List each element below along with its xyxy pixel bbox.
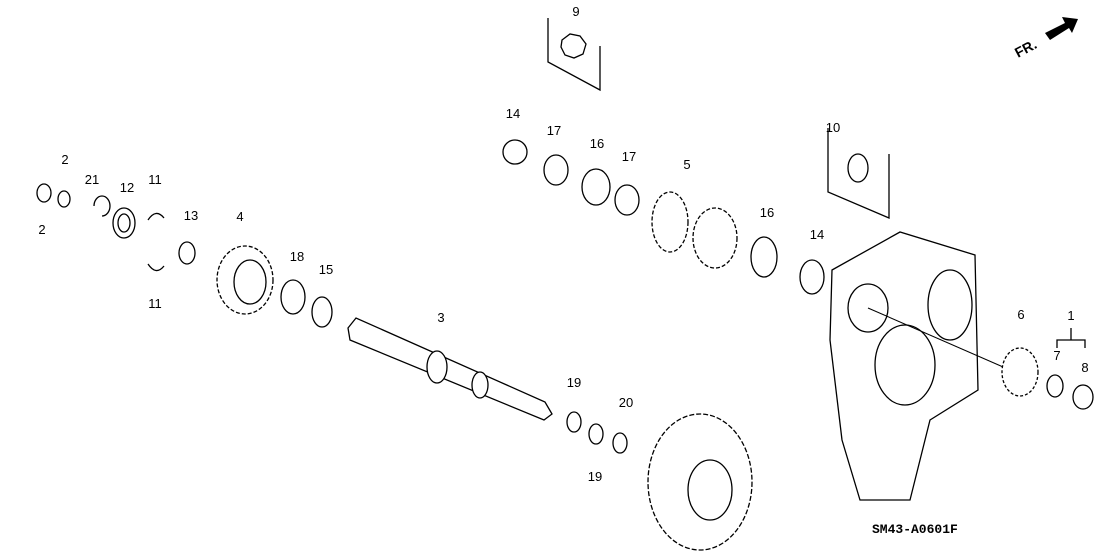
callout: 8 xyxy=(1081,360,1088,375)
part-10-lock-washer xyxy=(847,153,869,183)
part-11-cotter-a xyxy=(147,212,165,221)
callout: 3 xyxy=(437,310,444,325)
part-13-washer xyxy=(178,241,196,265)
front-direction-indicator: FR. xyxy=(1012,17,1078,61)
callout: 17 xyxy=(547,123,561,138)
part-7-washer xyxy=(1046,374,1064,398)
callout: 14 xyxy=(810,227,824,242)
part-14-collar-a xyxy=(502,139,528,165)
callout: 11 xyxy=(148,172,162,187)
part-4-gear-inner xyxy=(233,259,267,305)
callout: 12 xyxy=(120,180,134,195)
callout: 16 xyxy=(760,205,774,220)
callout: 11 xyxy=(148,296,162,311)
part-5-gear-b xyxy=(692,207,738,269)
callout: 20 xyxy=(619,395,633,410)
part-9-clip xyxy=(560,33,587,59)
callout: 6 xyxy=(1017,307,1024,322)
part-11-cotter-b xyxy=(147,263,165,272)
transmission-housing xyxy=(829,231,979,501)
fr-label: FR. xyxy=(1012,36,1039,61)
part-12-inner xyxy=(117,213,131,233)
callout: 18 xyxy=(290,249,304,264)
housing-bore-b xyxy=(874,324,936,406)
part-16-thrust-bearing-b xyxy=(750,236,778,278)
callout: 16 xyxy=(590,136,604,151)
callout: 13 xyxy=(184,208,198,223)
callout: 17 xyxy=(622,149,636,164)
part-15-thrust-washer xyxy=(311,296,333,328)
part-4-gear xyxy=(216,245,274,315)
part-19-ring-b xyxy=(588,423,604,445)
callout: 19 xyxy=(567,375,581,390)
part-16-thrust-bearing-a xyxy=(581,168,611,206)
part-18-needle-bearing xyxy=(280,279,306,315)
bracket-1 xyxy=(1056,328,1086,348)
part-14-collar-b xyxy=(799,259,825,295)
clutch-drum-inner xyxy=(687,459,733,521)
callout: 5 xyxy=(683,157,690,172)
part-6-gear xyxy=(1001,347,1039,397)
part-8-nut xyxy=(1072,384,1094,410)
callout: 7 xyxy=(1053,348,1060,363)
part-2-washer-b xyxy=(57,190,71,208)
callout: 14 xyxy=(506,106,520,121)
front-arrow-icon xyxy=(1045,17,1078,40)
part-19-ring-a xyxy=(566,411,582,433)
part-2-washer-a xyxy=(36,183,52,203)
part-17-needle-bearing-b xyxy=(614,184,640,216)
callout: 10 xyxy=(826,120,840,135)
callout: 2 xyxy=(38,222,45,237)
part-12-bearing xyxy=(112,207,136,239)
clutch-drum xyxy=(647,413,753,551)
callout: 19 xyxy=(588,469,602,484)
housing-bore-a xyxy=(847,283,889,333)
callout: 1 xyxy=(1067,308,1074,323)
part-20-ring xyxy=(612,432,628,454)
callout: 2 xyxy=(61,152,68,167)
part-21-snap-ring xyxy=(93,195,111,217)
housing-bore-c xyxy=(927,269,973,341)
part-5-gear-a xyxy=(651,191,689,253)
part-3-mainshaft xyxy=(347,317,553,421)
callout: 21 xyxy=(85,172,99,187)
assembly-line xyxy=(867,307,1011,371)
inset-frame-9 xyxy=(547,18,601,92)
callout: 4 xyxy=(236,209,243,224)
part-17-needle-bearing-a xyxy=(543,154,569,186)
callout-labels: 9 14 17 16 17 5 10 16 14 2 2 21 12 11 13… xyxy=(38,4,1088,484)
callout: 15 xyxy=(319,262,333,277)
diagram-code: SM43-A0601F xyxy=(872,522,958,537)
inset-frame-10 xyxy=(827,128,890,219)
callout: 9 xyxy=(572,4,579,19)
